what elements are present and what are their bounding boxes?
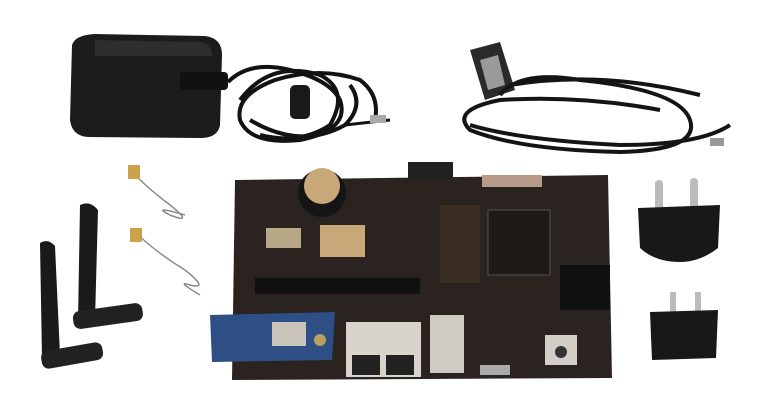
eu-plug-adapter bbox=[638, 178, 720, 262]
wifi-antennas bbox=[40, 203, 143, 369]
wifi-daughter-board bbox=[210, 312, 335, 362]
power-adapter bbox=[70, 34, 228, 138]
antenna-pigtail-cables bbox=[128, 165, 201, 296]
power-cable bbox=[226, 64, 391, 143]
serial-cable bbox=[462, 42, 732, 155]
us-plug-adapter bbox=[650, 292, 718, 360]
